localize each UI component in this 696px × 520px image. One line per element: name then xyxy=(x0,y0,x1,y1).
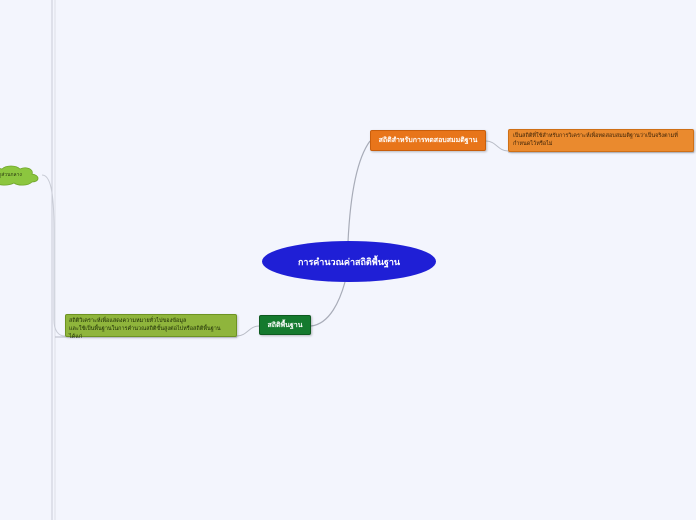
connector-central-to-orange xyxy=(347,140,371,243)
subtopic-text-line: เป็นสถิติที่ใช้สำหรับการวิเคราะห์เพื่อทด… xyxy=(513,133,678,139)
main-topic-hypothesis[interactable]: สถิติสำหรับการทดสอบสมมติฐาน xyxy=(370,130,486,151)
main-topic-label: สถิติสำหรับการทดสอบสมมติฐาน xyxy=(378,136,478,144)
partial-cloud-label: ดูส่วนกลาง xyxy=(0,172,22,178)
connector-left-cloud xyxy=(41,174,66,337)
connector-central-to-green xyxy=(310,281,346,327)
connector-orange-to-sub xyxy=(485,140,509,152)
connector-green-to-sub xyxy=(236,325,260,337)
main-topic-label: สถิติพื้นฐาน xyxy=(267,320,303,329)
subtopic-text-line: และใช้เป็นพื้นฐานในการคำนวณสถิติขั้นสูงต… xyxy=(69,326,221,340)
partial-cloud-node[interactable]: ดูส่วนกลาง xyxy=(0,164,42,186)
subtopic-text-line: สถิติวิเคราะห์เพื่อแสดงความหมายทั่วไปของ… xyxy=(69,318,187,324)
central-topic[interactable]: การคำนวณค่าสถิติพื้นฐาน xyxy=(262,241,436,282)
cloud-shape xyxy=(0,165,39,186)
subtopic-hypothesis-description[interactable]: เป็นสถิติที่ใช้สำหรับการวิเคราะห์เพื่อทด… xyxy=(508,129,694,152)
central-topic-label: การคำนวณค่าสถิติพื้นฐาน xyxy=(297,257,401,268)
cloud-shape-path xyxy=(0,165,39,186)
subtopic-basic-statistics-description[interactable]: สถิติวิเคราะห์เพื่อแสดงความหมายทั่วไปของ… xyxy=(65,314,237,340)
subtopic-text-line: กำหนดไว้หรือไม่ xyxy=(513,141,553,147)
main-topic-basic-statistics[interactable]: สถิติพื้นฐาน xyxy=(259,315,311,335)
